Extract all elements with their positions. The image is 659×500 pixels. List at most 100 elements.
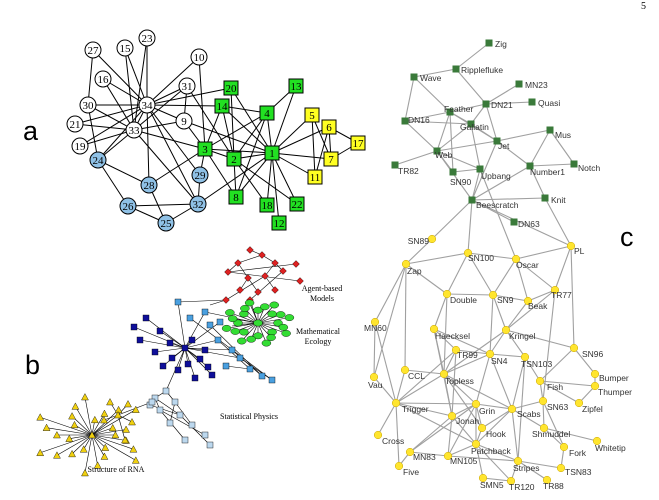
node-b-33 bbox=[244, 299, 255, 307]
edge-c-web-tr82 bbox=[394, 150, 438, 166]
node-c-tr88-label: TR88 bbox=[543, 481, 564, 491]
edge-b bbox=[145, 317, 186, 349]
edge-c-beescratch-sn100 bbox=[467, 199, 473, 254]
edge-a-30-33 bbox=[87, 104, 135, 131]
node-a-34 bbox=[138, 96, 156, 114]
node-c-jonah-label: Jonah bbox=[456, 416, 479, 426]
node-c-smn5 bbox=[478, 473, 488, 483]
edge-c-kringel-sn96 bbox=[505, 329, 575, 349]
node-b-43 bbox=[216, 318, 224, 326]
edge-c-shmuddel-fork bbox=[543, 427, 565, 448]
edge-b bbox=[184, 347, 209, 368]
edge-c-oscar-tr77 bbox=[515, 258, 556, 291]
node-c-whitetip bbox=[592, 436, 602, 446]
edge-b bbox=[174, 401, 193, 426]
node-b-35 bbox=[260, 303, 270, 311]
edge-c-feather-web bbox=[436, 111, 451, 152]
edge-c-stripes-tsn83 bbox=[517, 460, 562, 469]
edge-b bbox=[91, 434, 136, 461]
edge-b bbox=[91, 434, 98, 466]
node-b-50 bbox=[222, 362, 230, 370]
edge-a-3-33 bbox=[133, 129, 206, 150]
edge-b bbox=[237, 254, 263, 264]
node-b-96 bbox=[36, 413, 45, 421]
node-c-tr88 bbox=[542, 475, 552, 485]
node-b-75 bbox=[166, 419, 174, 427]
node-b-24 bbox=[237, 337, 247, 345]
edge-c-jet-number1 bbox=[496, 140, 531, 167]
node-c-topless bbox=[439, 369, 449, 379]
edge-c-tr77-sn63 bbox=[542, 289, 556, 402]
node-c-cross bbox=[373, 430, 383, 440]
edge-c-mn23-dn21 bbox=[485, 83, 520, 105]
node-a-12-label: 12 bbox=[274, 218, 285, 230]
node-a-22-label: 22 bbox=[292, 199, 303, 211]
node-c-tr77-label: TR77 bbox=[551, 290, 572, 300]
node-c-tr99 bbox=[451, 345, 461, 355]
node-c-five bbox=[394, 461, 404, 471]
edge-b bbox=[257, 304, 275, 324]
edge-c-beak-tr77 bbox=[527, 289, 556, 302]
node-c-dn63-label: DN63 bbox=[518, 219, 540, 229]
edge-c-jet-beescratch bbox=[471, 140, 498, 201]
node-b-52 bbox=[186, 314, 194, 322]
node-a-7 bbox=[323, 151, 339, 167]
edge-a-1-13 bbox=[271, 85, 297, 154]
node-a-2-label: 2 bbox=[231, 154, 237, 166]
edge-a-15-34 bbox=[124, 47, 148, 106]
node-a-21-label: 21 bbox=[70, 119, 81, 131]
node-c-thumper bbox=[590, 381, 600, 391]
node-b-26 bbox=[230, 327, 240, 335]
node-a-18 bbox=[259, 197, 275, 213]
node-b-85 bbox=[101, 443, 110, 451]
node-a-28-label: 28 bbox=[144, 180, 156, 192]
edge-c-sn9-kringel bbox=[492, 294, 507, 331]
edge-a-31-33 bbox=[133, 85, 188, 131]
node-b-74 bbox=[176, 411, 184, 419]
node-b-101 bbox=[90, 415, 99, 424]
edge-b bbox=[159, 409, 206, 436]
edge-c-mn60-vau bbox=[373, 321, 376, 378]
edge-a-1-6 bbox=[271, 126, 330, 154]
node-a-27-label: 27 bbox=[88, 45, 100, 57]
edge-a-1-22 bbox=[271, 152, 298, 205]
edge-c-jet-web bbox=[436, 140, 498, 152]
node-a-6-label: 6 bbox=[326, 122, 332, 134]
node-a-26 bbox=[119, 197, 137, 215]
node-b-78 bbox=[181, 436, 189, 444]
node-b-65 bbox=[188, 336, 196, 344]
node-a-9-label: 9 bbox=[181, 116, 187, 128]
node-b-12 bbox=[254, 288, 262, 296]
edge-c-sn4-tr99 bbox=[455, 349, 491, 355]
node-c-dn63 bbox=[510, 218, 518, 226]
edge-c-beak-kringel bbox=[505, 300, 529, 331]
node-a-30 bbox=[79, 96, 97, 114]
edge-c-mus-number1 bbox=[529, 129, 551, 167]
node-c-sn96 bbox=[569, 343, 579, 353]
node-c-vau bbox=[369, 372, 379, 382]
edge-c-feather-sn90 bbox=[449, 111, 454, 173]
node-a-15-label: 15 bbox=[120, 43, 132, 55]
edge-a-1-7 bbox=[271, 152, 332, 160]
edge-b bbox=[184, 347, 241, 359]
edge-b bbox=[91, 434, 127, 441]
node-b-46 bbox=[236, 354, 244, 362]
edge-a-19-34 bbox=[79, 104, 148, 147]
edge-a-32-33 bbox=[133, 129, 199, 205]
edge-b bbox=[91, 434, 105, 457]
node-a-30-label: 30 bbox=[83, 100, 95, 112]
edge-c-upbang-oscar bbox=[479, 168, 517, 260]
edge-c-pl-sn96 bbox=[570, 245, 575, 349]
node-b-81 bbox=[111, 431, 120, 439]
edge-c-fish-thumper bbox=[539, 380, 596, 387]
edge-a-24-26 bbox=[97, 159, 129, 207]
node-c-mn60 bbox=[370, 317, 380, 327]
node-b-32 bbox=[240, 305, 250, 312]
edge-c-feather-dn21 bbox=[449, 103, 487, 113]
edge-c-sn4-grin bbox=[475, 353, 491, 405]
node-c-wave-label: Wave bbox=[420, 73, 442, 83]
edge-a-26-32 bbox=[127, 203, 199, 207]
node-c-dn21 bbox=[482, 100, 490, 108]
node-c-trigger bbox=[391, 398, 401, 408]
node-b-88 bbox=[81, 469, 89, 477]
